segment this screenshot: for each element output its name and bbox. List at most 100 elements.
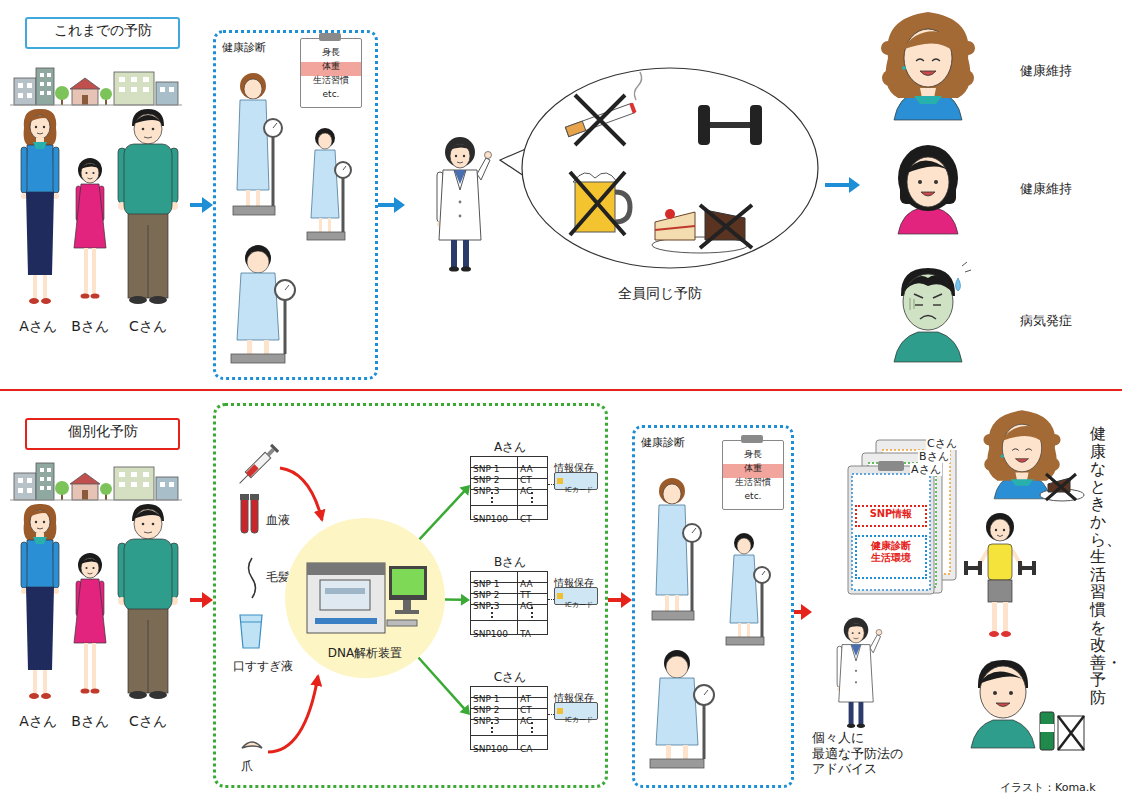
snp-text-holder: TA xyxy=(520,622,531,641)
outcome-figures xyxy=(990,519,1010,541)
checklist-item-holder: 体重 xyxy=(300,61,362,72)
snp-text: ICカード xyxy=(565,716,593,724)
clipboard-stack-art xyxy=(852,474,930,590)
snp-text-holder: SNP 2 xyxy=(473,583,499,602)
record-owner-holder: Cさん xyxy=(926,432,958,451)
snp-text: AA xyxy=(520,579,533,590)
checkup-box: 健康診断身長体重生活習慣etc. xyxy=(632,425,794,788)
outcome-figures xyxy=(964,410,1084,750)
arrow-head xyxy=(459,485,470,496)
snp-text: CT xyxy=(520,475,532,486)
outcome-figures xyxy=(1001,631,1011,637)
arrow-head xyxy=(801,604,812,620)
person-name-holder: Aさん xyxy=(18,713,58,730)
snp-text-holder: Aさん xyxy=(485,440,535,454)
vertical-caption: 健康なときから、生活習慣を改善・予防 xyxy=(1090,425,1106,707)
sample-icons xyxy=(245,452,270,477)
arrow-head xyxy=(202,197,213,213)
snp-text: 情報保存 xyxy=(554,692,594,704)
dna-analyzer xyxy=(403,600,411,610)
sample-label: 口すすぎ液 xyxy=(233,659,293,673)
outcome-faces xyxy=(881,12,975,120)
checklist-item-holder: 身長 xyxy=(722,449,784,460)
people-illustration xyxy=(10,68,182,304)
arrow-line xyxy=(419,491,464,540)
sample-icons xyxy=(242,742,262,748)
person-name: Cさん xyxy=(128,713,168,730)
snp-text-holder: SNP 3 xyxy=(473,709,499,728)
snp-text: TA xyxy=(520,629,531,640)
no-smoking-icon xyxy=(565,121,585,137)
checklist-item: 身長 xyxy=(300,47,362,58)
person-name-holder: Aさん xyxy=(18,318,58,335)
box-heading: 健康診断 xyxy=(222,41,266,54)
outcome-figures xyxy=(971,660,1035,748)
arrow-head xyxy=(461,594,470,606)
section-title-text-holder: 個別化予防 xyxy=(27,423,178,440)
snp-text: SNP 1 xyxy=(473,694,499,705)
dna-analyzer xyxy=(395,610,419,614)
sample-icons xyxy=(241,497,248,533)
info-text-holder: SNP情報 xyxy=(855,508,927,520)
section-divider xyxy=(0,389,1122,391)
snp-record xyxy=(557,593,563,599)
sample-icons xyxy=(251,497,258,533)
checkup-illustration xyxy=(650,478,770,768)
no-cake-icon xyxy=(655,226,695,230)
snp-text-holder: SNP100 xyxy=(473,737,508,756)
snp-text-holder: 情報保存 xyxy=(554,686,594,705)
section-title-text: これまでの予防 xyxy=(27,22,178,39)
outcome-figures xyxy=(997,535,1003,537)
arrow-line xyxy=(418,658,464,710)
snp-text: 情報保存 xyxy=(554,462,594,474)
snp-text: CT xyxy=(520,705,532,716)
snp-record xyxy=(471,735,547,736)
sample-icons xyxy=(236,444,279,487)
outcome-figures xyxy=(1020,566,1034,570)
snp-text-holder: ICカード xyxy=(565,477,593,496)
checklist-item: etc. xyxy=(300,89,362,100)
outcome-label: 健康維持 xyxy=(1020,181,1072,197)
snp-text: Bさん xyxy=(485,555,535,569)
analyzer-label: DNA解析装置 xyxy=(285,646,445,660)
snp-text-holder: 情報保存 xyxy=(554,456,594,475)
snp-text-holder: SNP 2 xyxy=(473,698,499,717)
outcome-figures xyxy=(986,513,1014,541)
flow-arrow xyxy=(378,197,405,213)
checklist-item-holder: etc. xyxy=(300,89,362,100)
dna-analyzer: DNA解析装置 xyxy=(285,518,445,678)
outcome-figures xyxy=(989,631,999,637)
record-owner-holder: Aさん xyxy=(910,458,942,477)
sample-analysis-box: 血液毛髪口すすぎ液爪DNA解析装置AさんSNP 1AASNP 2CTSNP 3A… xyxy=(213,403,608,788)
analyzer-label-holder: DNA解析装置 xyxy=(285,646,445,660)
outcome-faces xyxy=(898,145,958,234)
snp-text-holder: AA xyxy=(520,457,533,476)
box-heading-holder: 健康診断 xyxy=(641,431,685,450)
advice-caption-holder: 個々人に 最適な予防法の アドバイス xyxy=(812,730,908,777)
snp-record: BさんSNP 1AASNP 2TTSNP 3AGSNP100TA情報保存ICカー… xyxy=(470,555,604,645)
person-name-holder: Cさん xyxy=(128,713,168,730)
no-cake-icon xyxy=(665,209,675,219)
outcome-figures xyxy=(964,561,968,575)
no-smoking-icon xyxy=(634,72,641,100)
no-beer-icon xyxy=(570,172,625,235)
outcome-faces xyxy=(894,262,971,362)
credit-text-holder: イラスト：Koma.k xyxy=(1000,776,1096,795)
snp-text-holder: SNP 3 xyxy=(473,479,499,498)
outcome-figures xyxy=(1003,529,1005,531)
sample-icons xyxy=(241,622,261,623)
person-name-holder: Bさん xyxy=(70,713,110,730)
flow-arrow xyxy=(419,485,470,539)
info-text-holder: 健康診断 生活環境 xyxy=(855,540,927,564)
snp-record: CさんSNP 1ATSNP 2CTSNP 3ACSNP100CA情報保存ICカー… xyxy=(470,670,604,760)
person-name-holder: Bさん xyxy=(70,318,110,335)
snp-text: Cさん xyxy=(485,670,535,684)
outcome-figures xyxy=(978,561,982,575)
info-text: 健康診断 生活環境 xyxy=(855,540,927,564)
dna-analyzer xyxy=(387,620,417,626)
dumbbell-icon xyxy=(698,105,762,145)
snp-text: ICカード xyxy=(565,601,593,609)
clipboard-stack: CさんBさんAさんSNP情報健康診断 生活環境 xyxy=(838,432,963,595)
sample-icons xyxy=(270,444,279,453)
